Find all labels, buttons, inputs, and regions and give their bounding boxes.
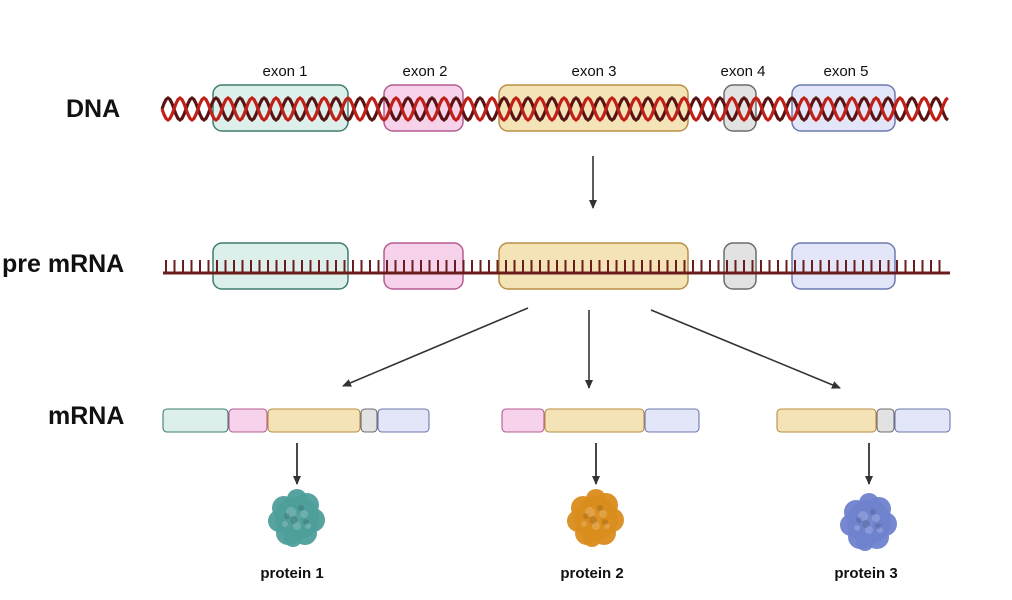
- protein-blob-highlight: [604, 523, 610, 529]
- protein-blob-highlight: [585, 507, 595, 517]
- protein-blob-highlight: [282, 521, 288, 527]
- exon-3-label: exon 3: [571, 63, 617, 80]
- protein-blob-shadow: [589, 516, 597, 524]
- protein-blob-lobe: [856, 533, 874, 551]
- protein-1-label: protein 1: [260, 565, 324, 582]
- pre-mrna-exon-5-box: [791, 242, 896, 290]
- pre-mrna-bases: [165, 260, 941, 273]
- mrna-2-exon-5-segment: [644, 408, 700, 433]
- protein-blob-highlight: [858, 511, 868, 521]
- protein-blob-shadow: [875, 523, 881, 529]
- protein-blob-highlight: [872, 514, 880, 522]
- protein-blob-highlight: [305, 523, 311, 529]
- protein-blob-highlight: [854, 525, 860, 531]
- protein-blob-blue-icon: [840, 493, 897, 551]
- mrna-row-label: mRNA: [48, 402, 125, 430]
- protein-blob-lobe: [840, 514, 862, 536]
- protein-blob-shadow: [290, 516, 298, 524]
- protein-blob-highlight: [865, 526, 873, 534]
- protein-blob-shadow: [856, 517, 862, 523]
- splice-arrow-1: [342, 307, 529, 387]
- mrna-3-exon-4-segment: [876, 408, 895, 433]
- protein-blob-lobe: [583, 529, 601, 547]
- protein-blob-highlight: [592, 522, 600, 530]
- mrna-2-exon-2-segment: [501, 408, 545, 433]
- protein-blob-shadow: [284, 513, 290, 519]
- dna-exon-5-box: [791, 84, 896, 132]
- protein-blob-highlight: [286, 507, 296, 517]
- protein-blob-orange-icon: [567, 489, 624, 547]
- exon-5-label: exon 5: [823, 63, 869, 80]
- pre-mrna-row-label: pre mRNA: [2, 250, 125, 278]
- mrna-1-exon-1-segment: [162, 408, 229, 433]
- mrna-isoform-1: [162, 408, 430, 433]
- pre-mrna-exon-1-box: [212, 242, 349, 290]
- splice-arrow-3: [650, 309, 841, 389]
- pre-mrna-exon-3-box: [498, 242, 689, 290]
- protein-blob-highlight: [300, 510, 308, 518]
- protein-blob-highlight: [293, 522, 301, 530]
- protein-blob-highlight: [877, 527, 883, 533]
- protein-blob-lobe: [284, 529, 302, 547]
- mrna-1-exon-4-segment: [360, 408, 378, 433]
- mrna-isoform-2: [501, 408, 700, 433]
- mrna-3-exon-3-segment: [776, 408, 877, 433]
- protein-blob-lobe: [586, 489, 606, 509]
- protein-blob-lobe: [268, 510, 290, 532]
- protein-blob-teal-icon: [268, 489, 325, 547]
- protein-blob-lobe: [287, 489, 307, 509]
- protein-blob-shadow: [597, 505, 603, 511]
- protein-blob-shadow: [303, 519, 309, 525]
- exon-1-label: exon 1: [262, 63, 308, 80]
- mrna-1-exon-5-segment: [377, 408, 430, 433]
- protein-blob-shadow: [583, 513, 589, 519]
- protein-blob-lobe: [567, 510, 589, 532]
- protein-blob-shadow: [862, 520, 870, 528]
- mrna-3-exon-5-segment: [894, 408, 951, 433]
- protein-blob-highlight: [599, 510, 607, 518]
- mrna-isoform-3: [776, 408, 951, 433]
- exon-2-label: exon 2: [402, 63, 448, 80]
- exon-4-label: exon 4: [720, 63, 766, 80]
- dna-strand-front: [160, 96, 949, 122]
- mrna-1-exon-3-segment: [267, 408, 361, 433]
- protein-blob-highlight: [581, 521, 587, 527]
- dna-strand-back: [160, 96, 949, 122]
- protein-blob-lobe: [859, 493, 879, 513]
- dna-row-label: DNA: [66, 95, 121, 123]
- protein-blob-shadow: [870, 509, 876, 515]
- mrna-2-exon-3-segment: [544, 408, 645, 433]
- protein-blob-shadow: [298, 505, 304, 511]
- mrna-1-exon-2-segment: [228, 408, 268, 433]
- protein-2-label: protein 2: [560, 565, 624, 582]
- protein-3-label: protein 3: [834, 565, 898, 582]
- protein-blob-shadow: [602, 519, 608, 525]
- pre-mrna-exon-4-box: [723, 242, 757, 290]
